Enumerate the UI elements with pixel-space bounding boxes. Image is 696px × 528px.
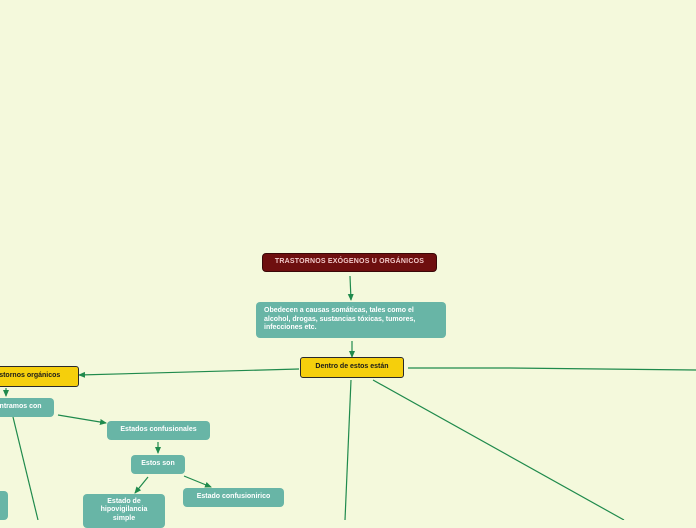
partial-left-node[interactable] bbox=[0, 491, 8, 520]
these-are-label: Estos son bbox=[141, 460, 175, 468]
hypovigilance-node[interactable]: Estado de hipovigilancia simple bbox=[83, 494, 165, 528]
hypovigilance-label: Estado de hipovigilancia simple bbox=[100, 498, 148, 522]
edge-hub-diagonal bbox=[372, 379, 625, 520]
organic-disorders-label: Trastornos orgánicos bbox=[0, 372, 61, 380]
edge-root-description bbox=[347, 275, 354, 301]
these-are-node[interactable]: Estos son bbox=[131, 455, 185, 474]
edge-these-confusionoric bbox=[183, 475, 212, 488]
edge-encounter-down bbox=[12, 416, 39, 520]
organic-disorders-node[interactable]: Trastornos orgánicos bbox=[0, 366, 79, 387]
confusion-oniric-label: Estado confusionirico bbox=[196, 493, 271, 501]
edge-encounter-confusional bbox=[57, 414, 107, 425]
edge-hub-right bbox=[408, 367, 696, 371]
hub-node[interactable]: Dentro de estos están bbox=[300, 357, 404, 378]
confusional-states-node[interactable]: Estados confusionales bbox=[107, 421, 210, 440]
description-label: Obedecen a causas somáticas, tales como … bbox=[264, 307, 416, 332]
description-node[interactable]: Obedecen a causas somáticas, tales como … bbox=[256, 302, 446, 338]
root-topic-label: TRASTORNOS EXÓGENOS U ORGÁNICOS bbox=[274, 258, 425, 266]
encounter-node[interactable]: Encontramos con bbox=[0, 398, 54, 417]
edge-these-hypovigilance bbox=[134, 476, 149, 494]
hub-label: Dentro de estos están bbox=[315, 363, 389, 371]
confusional-states-label: Estados confusionales bbox=[120, 426, 197, 434]
root-topic-node[interactable]: TRASTORNOS EXÓGENOS U ORGÁNICOS bbox=[262, 253, 437, 272]
encounter-label: Encontramos con bbox=[0, 403, 42, 411]
confusion-oniric-node[interactable]: Estado confusionirico bbox=[183, 488, 284, 507]
edge-hub-organic bbox=[78, 368, 300, 378]
edge-hub-down bbox=[344, 379, 352, 520]
